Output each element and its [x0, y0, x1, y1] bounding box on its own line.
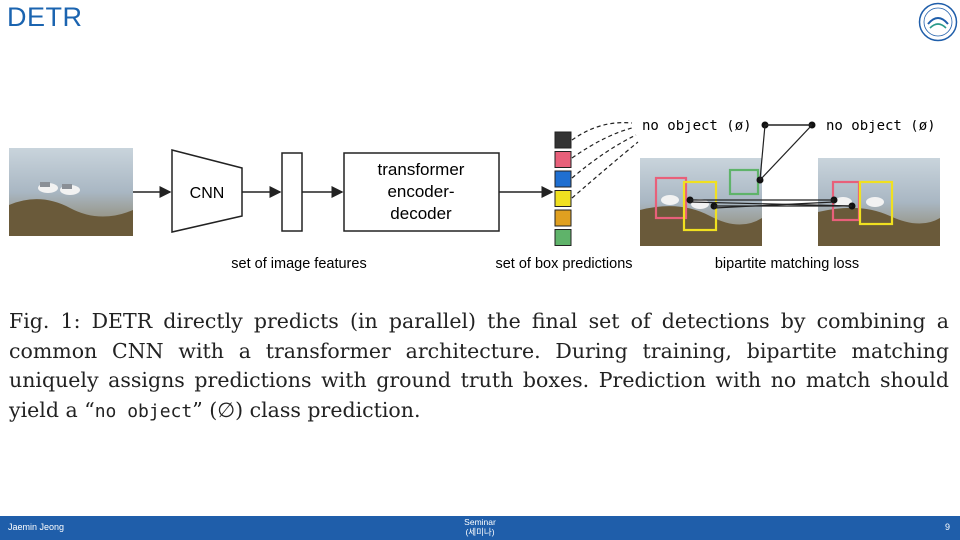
features-label: set of image features	[231, 256, 366, 272]
figure-caption: Fig. 1: DETR directly predicts (in paral…	[9, 307, 949, 426]
input-image	[9, 148, 133, 236]
footer-author: Jaemin Jeong	[8, 522, 65, 532]
slide-title: DETR	[7, 2, 83, 32]
no-object-right: no object (ø)	[826, 120, 936, 134]
caption-text-1: Fig. 1: DETR directly predicts (in paral…	[9, 309, 949, 422]
matching-label: bipartite matching loss	[715, 256, 859, 272]
box-predictions-label: set of box predictions	[495, 256, 632, 272]
detr-diagram: CNN transformer encoder- decoder no obje…	[0, 120, 960, 280]
prediction-square	[554, 209, 572, 227]
caption-mono: no object	[94, 400, 193, 422]
prediction-squares	[554, 131, 572, 246]
ground-truth-image	[818, 158, 940, 246]
prediction-square	[554, 131, 572, 149]
transformer-label-3: decoder	[390, 204, 452, 223]
prediction-square	[554, 190, 572, 207]
footer-page-number: 9	[944, 522, 950, 532]
cnn-block	[171, 149, 243, 233]
footer-bar: Jaemin Jeong Seminar (세미나) 9	[0, 516, 960, 540]
footer-seminar-korean: (세미나)	[465, 527, 495, 537]
footer-seminar: Seminar	[464, 517, 496, 527]
prediction-square	[554, 229, 572, 246]
footer-center: Seminar (세미나)	[440, 517, 520, 537]
transformer-block	[343, 152, 500, 232]
transformer-label-1: transformer	[378, 160, 465, 179]
caption-text-2: ” (∅) class prediction.	[192, 397, 421, 422]
prediction-square	[554, 151, 572, 168]
transformer-label-2: encoder-	[387, 182, 454, 201]
university-logo	[918, 2, 958, 42]
cnn-label: CNN	[190, 185, 225, 202]
prediction-square	[554, 170, 572, 188]
no-object-left: no object (ø)	[642, 120, 752, 134]
features-block	[281, 152, 303, 232]
